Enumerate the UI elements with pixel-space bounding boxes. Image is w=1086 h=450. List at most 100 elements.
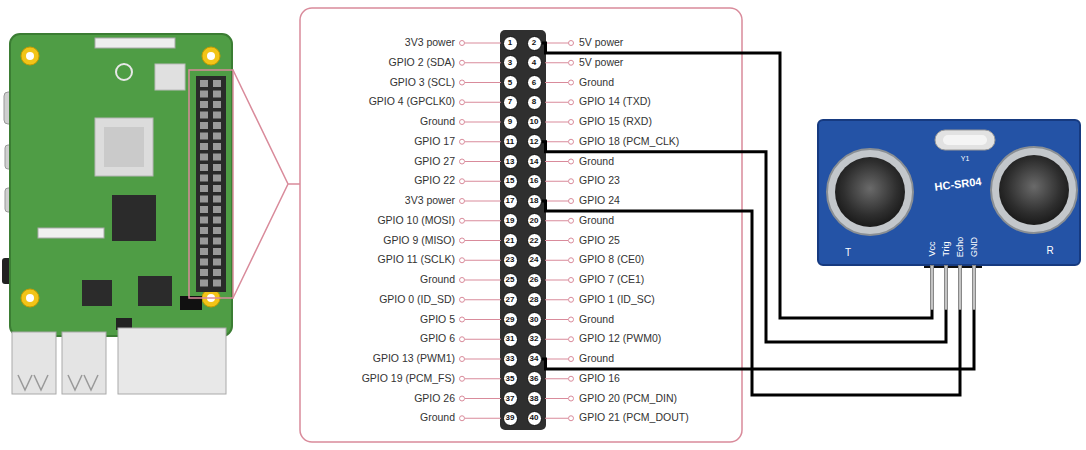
pin-leaders [460, 41, 574, 421]
pin-number: 11 [506, 138, 514, 146]
leader-dot [460, 120, 465, 125]
pin-number: 34 [530, 355, 539, 363]
sensor-board [818, 120, 1080, 265]
leader-line [545, 240, 568, 241]
header-pins [200, 80, 221, 287]
leader-dot [569, 416, 574, 421]
pin-name: GPIO 27 [414, 156, 455, 168]
pin-name: GPIO 23 [579, 175, 620, 187]
pin-name: Ground [579, 353, 614, 365]
leader-dot [569, 100, 574, 105]
leader-line [465, 43, 501, 44]
mounting-hole [21, 47, 39, 65]
pin-circle: 36 [527, 371, 542, 386]
pin-number: 10 [530, 118, 539, 126]
pin-name: GPIO 0 (ID_SD) [379, 294, 455, 306]
leader-line [465, 82, 501, 83]
pin-number: 33 [506, 355, 515, 363]
header-pin [213, 238, 221, 245]
pin-number: 29 [506, 316, 515, 324]
pinout-panel [300, 8, 742, 442]
header-strip [500, 30, 546, 430]
pin-number: 13 [506, 158, 515, 166]
pin-name: 5V power [579, 57, 623, 69]
header-pin [213, 143, 221, 150]
pin-name: GPIO 11 (SCLK) [378, 254, 455, 266]
pin-circle: 33 [503, 352, 518, 367]
leader-line [545, 280, 568, 281]
pin-number: 39 [506, 414, 515, 422]
leader-line [545, 43, 568, 44]
pin-name: GPIO 12 (PWM0) [579, 333, 661, 345]
pin-circle: 35 [503, 371, 518, 386]
pin-number: 22 [530, 237, 539, 245]
leader-dot [569, 238, 574, 243]
leader-dot [460, 100, 465, 105]
pin-number: 12 [530, 138, 539, 146]
pin-number: 27 [506, 296, 515, 304]
header-pin [213, 259, 221, 266]
pin-number: 20 [530, 217, 539, 225]
header-pin [200, 80, 208, 87]
pin-circle: 22 [527, 233, 542, 248]
leader-line [465, 418, 501, 419]
leader-line [465, 240, 501, 241]
header-pin [200, 238, 208, 245]
pin-circle: 34 [527, 352, 542, 367]
pin-name: GPIO 25 [579, 235, 620, 247]
leader-dot [460, 396, 465, 401]
sensor-pin-name: Vcc [928, 241, 937, 256]
mounting-hole [21, 289, 39, 307]
pin-name: GPIO 19 (PCM_FS) [362, 373, 455, 385]
pin-name: 3V3 power [405, 195, 455, 207]
header-pin [200, 175, 208, 182]
jumper-wire [542, 310, 975, 369]
header-pin [930, 265, 934, 310]
pin-circle: 14 [527, 154, 542, 169]
pin-number: 30 [530, 316, 539, 324]
pin-name: Ground [579, 314, 614, 326]
pin-circle: 21 [503, 233, 518, 248]
transducer [999, 155, 1069, 225]
leader-dot [569, 41, 574, 46]
leader-dot [460, 218, 465, 223]
leader-dot [569, 179, 574, 184]
display-connector [38, 228, 104, 238]
header-pin [200, 259, 208, 266]
sensor-pin-name: GND [970, 237, 979, 257]
crystal [935, 130, 995, 150]
leader-line [545, 319, 568, 320]
header-pin [200, 91, 208, 98]
header-pin [200, 164, 208, 171]
header-pin [213, 164, 221, 171]
pin-number: 7 [508, 98, 512, 106]
pin-number: 15 [506, 177, 515, 185]
usb-port [18, 375, 98, 390]
header-pin [200, 206, 208, 213]
pin-name: GPIO 16 [579, 373, 620, 385]
header-pin [200, 185, 208, 192]
transducer [827, 149, 913, 235]
jumper-wire [542, 43, 933, 318]
leader-line [545, 181, 568, 182]
pin-circle: 5 [503, 75, 518, 90]
sensor-pin-name: Trig [942, 241, 951, 256]
leader-dot [569, 317, 574, 322]
pin-circle: 23 [503, 253, 518, 268]
part-label: Y1 [961, 155, 970, 163]
pin-circle: 37 [503, 391, 518, 406]
leader-line [465, 122, 501, 123]
pin-circle: 17 [503, 194, 518, 209]
soc-chip [95, 118, 153, 176]
leader-dot [460, 258, 465, 263]
header-pin [213, 154, 221, 161]
leader-line [465, 102, 501, 103]
pin-circle: 1 [503, 36, 518, 51]
pin-number: 28 [530, 296, 539, 304]
pcb [10, 34, 232, 336]
leader-line [545, 102, 568, 103]
header-pin [200, 269, 208, 276]
leader-dot [569, 258, 574, 263]
pin-circle: 39 [503, 411, 518, 426]
